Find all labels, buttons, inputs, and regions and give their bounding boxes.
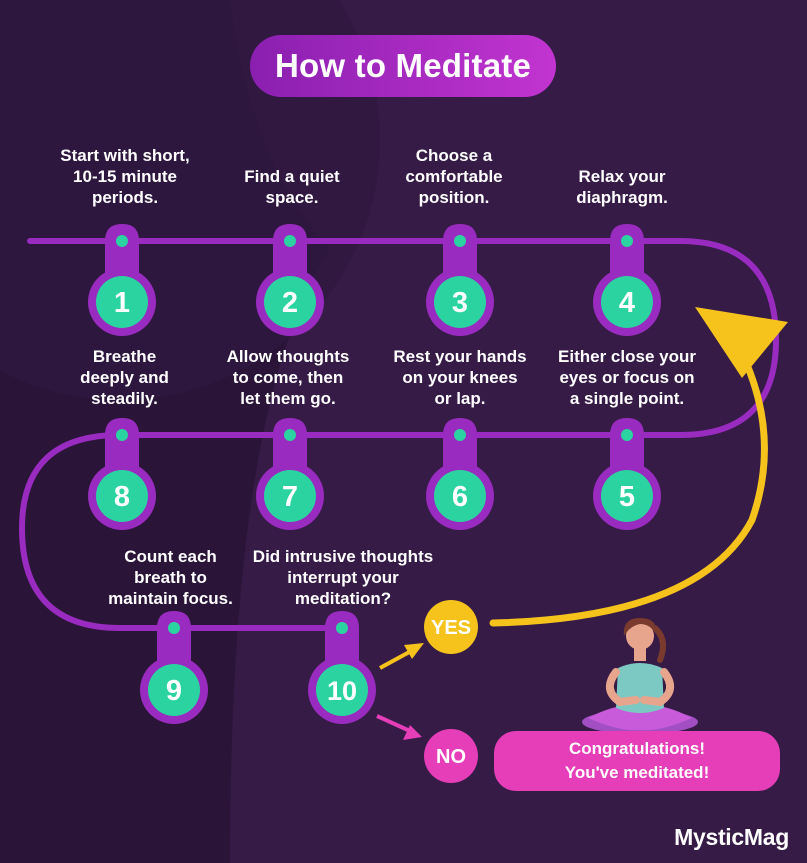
yes-return-arrow xyxy=(489,356,768,627)
step-7-caption: Allow thoughts to come, then let them go… xyxy=(226,347,350,408)
node-dot xyxy=(168,622,180,634)
step-3-node: 3 xyxy=(426,224,494,336)
step-8-number: 8 xyxy=(114,481,130,513)
step-7-number: 7 xyxy=(282,481,298,513)
node-dot xyxy=(116,429,128,441)
step-8-node: 8 xyxy=(88,418,156,530)
node-dot xyxy=(621,429,633,441)
step-2-number: 2 xyxy=(282,287,298,319)
step-9-caption: Count each breath to maintain focus. xyxy=(108,547,233,608)
node-connector xyxy=(325,611,359,662)
step-7-node: 7 xyxy=(256,418,324,530)
node-circle xyxy=(601,470,653,522)
node-circle xyxy=(264,276,316,328)
node-circle xyxy=(96,470,148,522)
left-arm xyxy=(606,668,640,707)
mysticmag-logo: MysticMag xyxy=(674,824,789,850)
crossed-legs xyxy=(588,704,692,731)
step-1-number: 1 xyxy=(114,287,130,319)
step-3-caption: Choose a comfortable position. xyxy=(405,146,503,207)
node-circle xyxy=(434,276,486,328)
congratulations-banner: Congratulations! You've meditated! xyxy=(494,731,780,791)
yes-arrowhead xyxy=(695,307,788,378)
yes-small-arrowhead xyxy=(404,643,424,659)
step-8-caption: Breathe deeply and steadily. xyxy=(80,347,169,408)
step-10-node: 10 xyxy=(308,611,376,724)
node-connector xyxy=(105,224,139,274)
no-circle xyxy=(424,729,478,783)
step-6-node: 6 xyxy=(426,418,494,530)
node-circle xyxy=(264,470,316,522)
node-circle xyxy=(316,664,368,716)
step-4-caption: Relax your diaphragm. xyxy=(576,167,668,207)
node-circle xyxy=(148,664,200,716)
yes-arrow-line xyxy=(379,648,414,670)
node-connector xyxy=(273,418,307,468)
node-dot xyxy=(116,235,128,247)
meditating-person-illustration xyxy=(582,618,698,734)
hair xyxy=(623,618,657,636)
step-10-number: 10 xyxy=(327,676,357,706)
step-6-number: 6 xyxy=(452,481,468,513)
node-circle xyxy=(434,470,486,522)
node-circle xyxy=(601,276,653,328)
step-2-caption: Find a quiet space. xyxy=(244,167,340,207)
no-label: NO xyxy=(436,746,466,768)
node-dot xyxy=(284,235,296,247)
step-10-caption: Did intrusive thoughts interrupt your me… xyxy=(252,547,434,608)
process-path xyxy=(18,238,780,631)
node-connector xyxy=(443,418,477,468)
step-9-number: 9 xyxy=(166,675,182,707)
node-connector xyxy=(105,418,139,468)
node-connector xyxy=(157,611,191,662)
node-dot xyxy=(621,235,633,247)
step-2-node: 2 xyxy=(256,224,324,336)
no-arrow-line xyxy=(376,714,411,733)
step-6-caption: Rest your hands on your knees or lap. xyxy=(393,347,527,408)
node-dot xyxy=(336,622,348,634)
step-5-node: 5 xyxy=(593,418,661,530)
no-small-arrowhead xyxy=(403,725,422,740)
node-circle xyxy=(96,276,148,328)
step-4-node: 4 xyxy=(593,224,661,336)
node-dot xyxy=(454,235,466,247)
yes-circle xyxy=(424,600,478,654)
step-5-number: 5 xyxy=(619,481,635,513)
node-connector xyxy=(610,418,644,468)
step-1-node: 1 xyxy=(88,224,156,336)
head xyxy=(626,622,654,650)
node-dot xyxy=(284,429,296,441)
page-title: How to Meditate xyxy=(250,35,556,97)
yes-label: YES xyxy=(431,617,471,639)
node-connector xyxy=(610,224,644,274)
step-9-node: 9 xyxy=(140,611,208,724)
node-dot xyxy=(454,429,466,441)
node-connector xyxy=(273,224,307,274)
node-connector xyxy=(443,224,477,274)
right-arm xyxy=(640,668,674,707)
step-4-number: 4 xyxy=(619,287,635,319)
ponytail xyxy=(652,625,667,663)
step-5-caption: Either close your eyes or focus on a sin… xyxy=(558,347,696,408)
step-1-caption: Start with short, 10-15 minute periods. xyxy=(60,146,190,207)
step-3-number: 3 xyxy=(452,287,468,319)
